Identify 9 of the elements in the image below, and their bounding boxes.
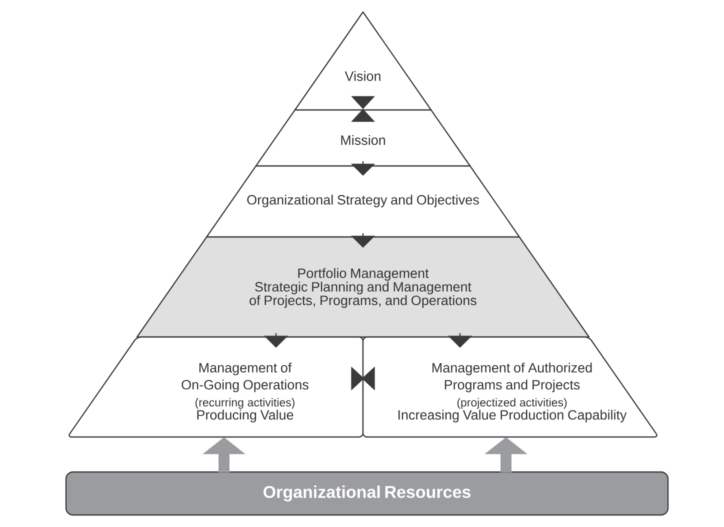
pyramid-tier: Portfolio Management Strategic Planning and Management of Projects, Programs, and Operations [136, 236, 590, 338]
pyramid-tier: Management of On-Going Operations (recurring activities) Producing Value [68, 336, 364, 438]
arrow [351, 96, 375, 122]
arrow [351, 366, 375, 390]
pyramid-tier: Vision [294, 11, 432, 111]
pyramid-tier: Organizational Strategy and Objectives [206, 165, 520, 238]
resource-bar: Organizational Resources [65, 471, 669, 516]
pyramid-tier: Management of Authorized Programs and Projects (projectized activities) Increasing Value Production Capability [362, 336, 658, 438]
pyramid-tier: Mission [255, 109, 471, 167]
